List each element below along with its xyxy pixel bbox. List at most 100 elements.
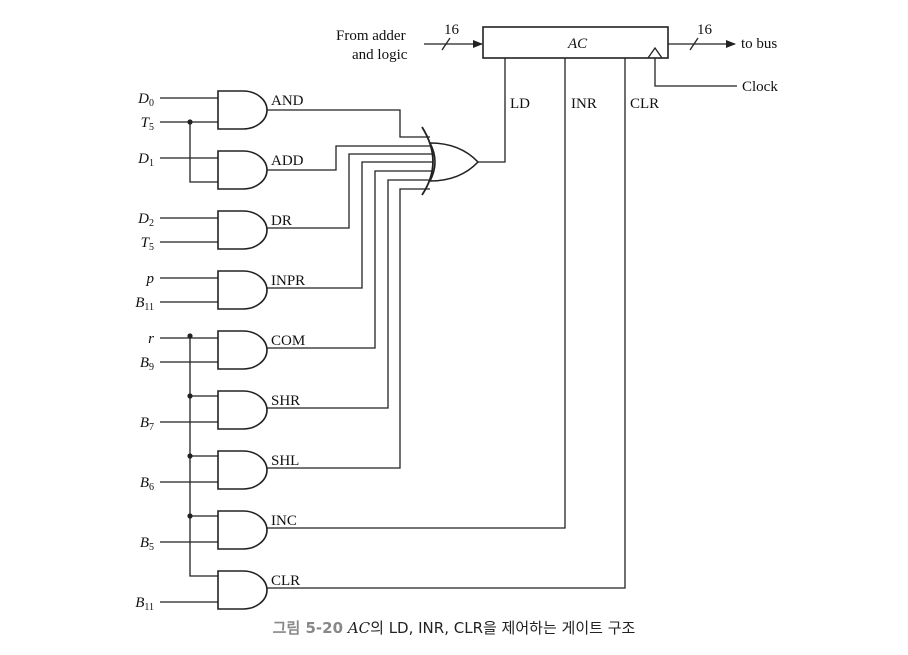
ac-register <box>482 26 669 59</box>
input-signal-label: D0 <box>137 91 154 109</box>
gate-output-label: INC <box>271 513 297 529</box>
signal-name: B <box>140 415 149 431</box>
input-signal-label: B6 <box>140 475 154 493</box>
r-bus-wire <box>189 336 218 577</box>
clock-label: Clock <box>742 79 778 95</box>
inr-label: INR <box>571 96 597 112</box>
input-signal-label: B7 <box>140 415 154 433</box>
clr-wire <box>267 58 626 589</box>
input-label-line2: and logic <box>352 47 408 63</box>
ld-label: LD <box>510 96 530 112</box>
signal-name: B <box>140 535 149 551</box>
gate-output-label: SHL <box>271 453 299 469</box>
signal-name: B <box>140 475 149 491</box>
signal-subscript: 1 <box>149 158 154 169</box>
signal-subscript: 5 <box>149 242 154 253</box>
and-gate-add: ADD D1 <box>137 150 304 190</box>
gate-output-label: INPR <box>271 273 305 289</box>
figure-caption: 그림 5-20 AC의 LD, INR, CLR을 제어하는 게이트 구조 <box>273 619 636 637</box>
signal-name: D <box>137 151 149 167</box>
signal-subscript: 11 <box>144 302 154 313</box>
gate-output-label: CLR <box>271 573 300 589</box>
input-signal-label: D1 <box>137 151 154 169</box>
and-gate-body <box>217 330 268 370</box>
input-signal-label: p <box>146 271 155 287</box>
and-gate-body <box>217 210 268 250</box>
dr-to-or-wire <box>267 153 433 229</box>
signal-name: T <box>141 235 151 251</box>
ld-wire <box>478 58 506 163</box>
gate-output-label: COM <box>271 333 305 349</box>
input-signal-label: r <box>148 331 154 347</box>
and-gate-clr: CLR B11 <box>135 570 300 613</box>
output-bus-label: to bus <box>741 36 777 52</box>
com-to-or-wire <box>267 170 433 349</box>
input-signal-label: B5 <box>140 535 154 553</box>
signal-subscript: 5 <box>149 542 154 553</box>
signal-name: D <box>137 211 149 227</box>
and-gate-body <box>217 150 268 190</box>
signal-subscript: 5 <box>149 122 154 133</box>
gate-output-label: DR <box>271 213 292 229</box>
input-signal-label: T5 <box>141 115 154 133</box>
clock-triangle-icon <box>647 46 663 59</box>
input-signal-label: B9 <box>140 355 154 373</box>
and-gate-body <box>217 90 268 130</box>
input-signal-label: B11 <box>135 295 154 313</box>
output-bus-slash <box>689 37 699 51</box>
signal-name: p <box>146 271 155 287</box>
and-gate-body <box>217 450 268 490</box>
gate-output-label: SHR <box>271 393 300 409</box>
input-label-line1: From adder <box>336 28 406 44</box>
signal-name: r <box>148 331 154 347</box>
junction-dot <box>187 453 193 459</box>
and-to-or-wire <box>267 109 430 138</box>
and-gate-body <box>217 390 268 430</box>
input-signal-label: T5 <box>141 235 154 253</box>
signal-subscript: 6 <box>149 482 154 493</box>
and-gate-body <box>217 270 268 310</box>
shl-to-or-wire <box>267 188 430 469</box>
input-signal-label: D2 <box>137 211 154 229</box>
signal-name: D <box>137 91 149 107</box>
gate-output-label: ADD <box>271 153 304 169</box>
signal-subscript: 0 <box>149 98 154 109</box>
junction-dot <box>187 513 193 519</box>
and-gate-shl: SHL B6 <box>140 450 299 493</box>
signal-name: B <box>135 595 144 611</box>
and-gate-body <box>217 570 268 610</box>
and-gate-shr: SHR B7 <box>140 390 300 433</box>
add-to-or-wire <box>267 145 432 171</box>
signal-subscript: 9 <box>149 362 154 373</box>
caption-text: 의 LD, INR, CLR을 제어하는 게이트 구조 <box>370 619 635 637</box>
output-bus-width: 16 <box>697 22 713 38</box>
gate-output-label: AND <box>271 93 304 109</box>
junction-dot <box>187 393 193 399</box>
or-gate <box>428 142 480 182</box>
or-gate-back-arc <box>421 126 434 196</box>
input-signal-label: B11 <box>135 595 154 613</box>
caption-ac: AC <box>346 619 371 637</box>
signal-name: B <box>135 295 144 311</box>
signal-name: T <box>141 115 151 131</box>
input-bus-width: 16 <box>444 22 460 38</box>
signal-name: B <box>140 355 149 371</box>
t5-branch-wire <box>189 122 218 183</box>
figure-number: 그림 5-20 <box>273 619 343 637</box>
and-gate-body <box>217 510 268 550</box>
signal-subscript: 11 <box>144 602 154 613</box>
shr-to-or-wire <box>267 179 432 409</box>
clock-wire <box>654 58 737 87</box>
input-bus-slash <box>441 37 451 51</box>
inr-wire <box>267 58 566 529</box>
signal-subscript: 7 <box>149 422 154 433</box>
junction-dot <box>187 333 193 339</box>
and-gate-inc: INC B5 <box>140 510 297 553</box>
clr-label: CLR <box>630 96 659 112</box>
inpr-to-or-wire <box>267 161 433 289</box>
